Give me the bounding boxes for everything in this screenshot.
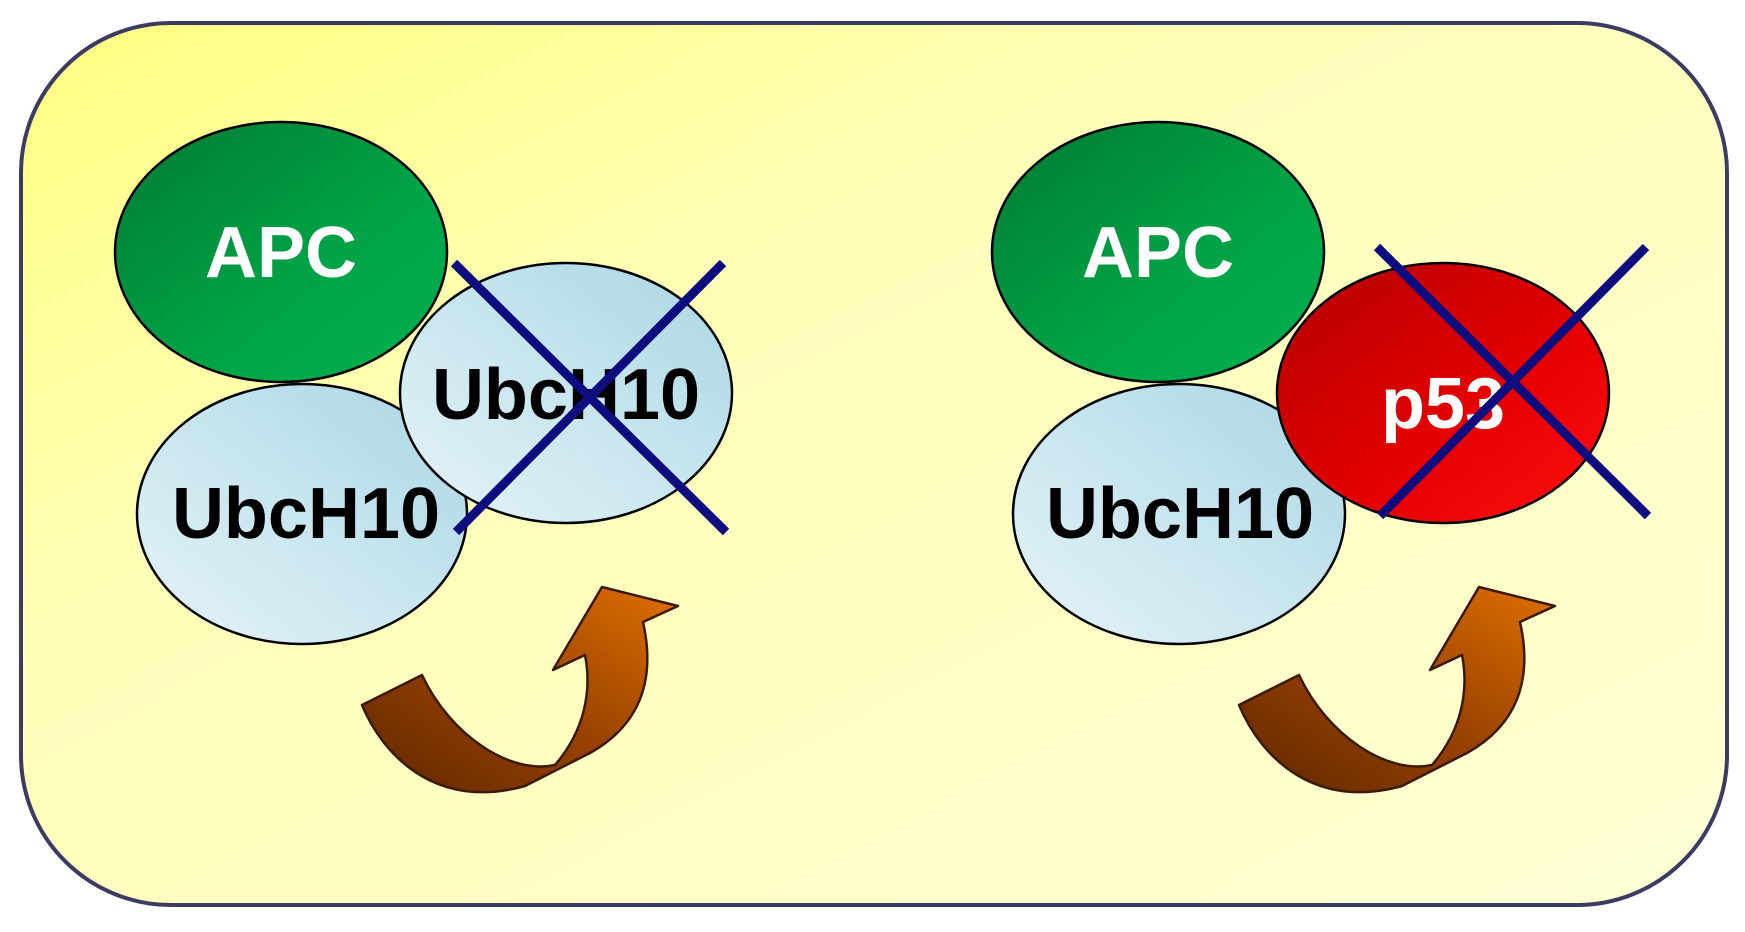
left-curved-arrow-icon <box>360 585 680 794</box>
left-apc-ellipse <box>113 120 449 384</box>
right-curved-arrow-icon <box>1237 585 1557 794</box>
right-apc-label: APC <box>1082 213 1234 293</box>
right-apc-ellipse <box>990 120 1326 384</box>
left-apc-label: APC <box>205 213 357 293</box>
left-ubch10-bottom-label: UbcH10 <box>172 474 440 554</box>
left-ubch10-bottom-ellipse <box>135 382 469 646</box>
right-p53-ellipse <box>1275 261 1611 525</box>
right-p53-label: p53 <box>1381 364 1505 444</box>
left-complex: APC UbcH10 UbcH10 <box>113 120 734 794</box>
left-cross-mark <box>450 259 730 536</box>
right-cross-mark <box>1373 243 1652 520</box>
right-ubch10-bottom-ellipse <box>1011 382 1347 646</box>
right-ubch10-bottom-label: UbcH10 <box>1046 474 1314 554</box>
right-complex: APC UbcH10 p53 <box>990 120 1652 794</box>
